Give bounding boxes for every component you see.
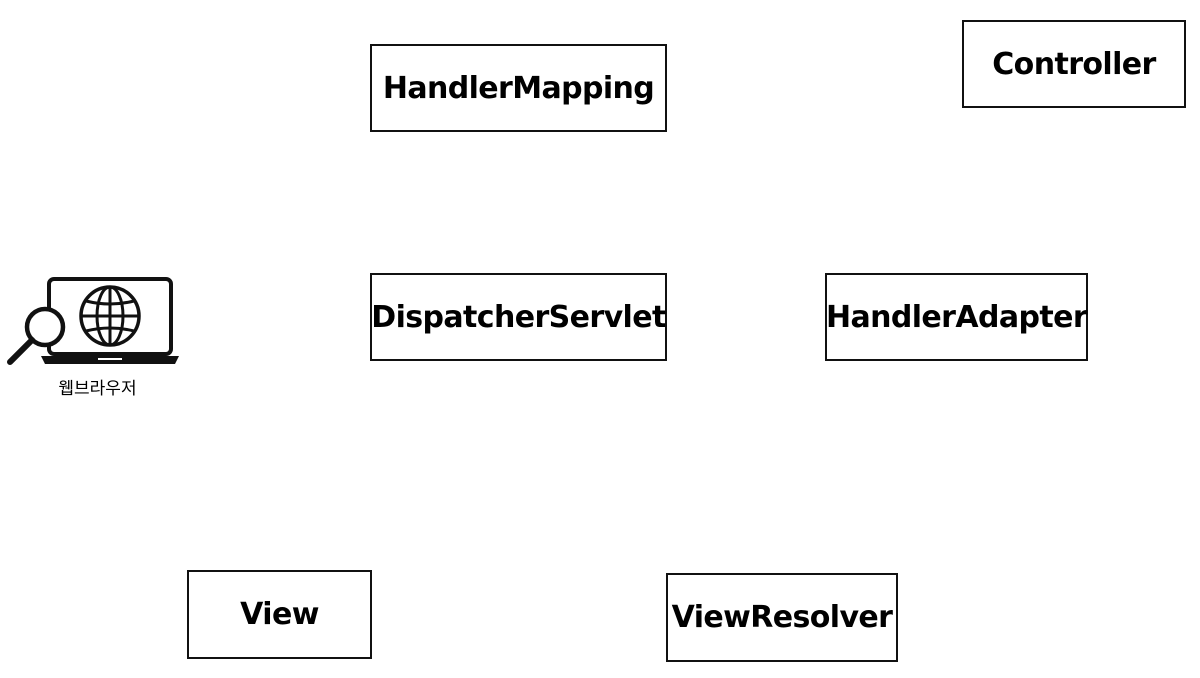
dispatcher-servlet-box: DispatcherServlet xyxy=(370,273,667,361)
web-browser-label: 웹브라우저 xyxy=(58,379,137,399)
handler-mapping-box: HandlerMapping xyxy=(370,44,667,132)
handler-adapter-box: HandlerAdapter xyxy=(825,273,1088,361)
web-browser-node: 웹브라우저 xyxy=(5,272,185,402)
view-resolver-box: ViewResolver xyxy=(666,573,898,662)
view-box: View xyxy=(187,570,372,659)
controller-box: Controller xyxy=(962,20,1186,108)
laptop-globe-magnifier-icon xyxy=(7,277,179,365)
